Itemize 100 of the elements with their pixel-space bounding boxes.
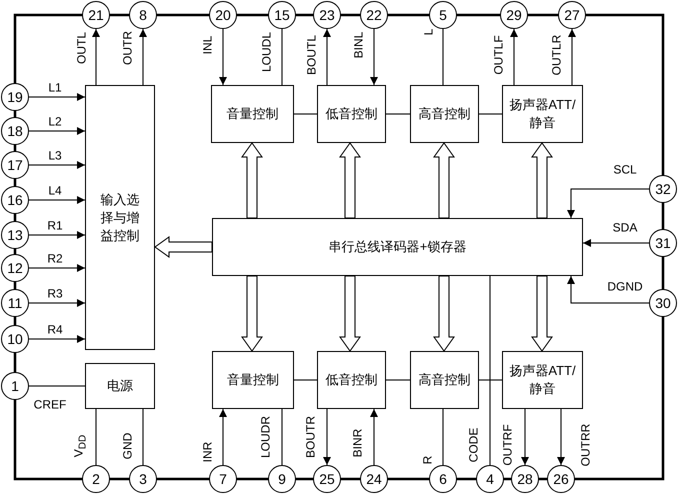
pin-circle: 6 [429,465,457,493]
bus-arrow [339,142,361,218]
volume-block [212,351,294,409]
signal-label: BINL [352,32,366,58]
block-label: 串行总线译码器+锁存器 [328,238,466,256]
signal-label: CREF [34,398,66,412]
pin-circle: 5 [429,1,457,29]
bus-arrow [339,276,361,352]
pin-circle: 27 [558,1,586,29]
treble-block [410,351,479,409]
bus-arrow [531,142,553,218]
arrow [28,196,86,204]
pin-circle: 26 [547,465,575,493]
signal-label: OUTL [76,32,88,64]
signal-label: L4 [48,184,62,198]
arrow [510,28,518,86]
signal-label: LOUDL [260,32,274,72]
pin-circle: 12 [1,254,29,282]
decoder-block [212,218,583,276]
signal-label: OUTRF [502,424,514,466]
connector-line [142,408,144,466]
pin-circle: 9 [268,465,296,493]
bus-arrow [241,142,263,218]
pin-circle: 32 [649,175,677,203]
block-label: 低音控制 [326,371,378,389]
block-label: 输入选择与增益控制 [100,190,140,244]
arrow [370,408,378,466]
pin-circle: 15 [268,1,296,29]
pin-circle: 3 [129,465,157,493]
signal-label: BOUTR [304,416,318,458]
bus-arrow [433,276,455,352]
arrow [219,408,227,466]
block-label: 高音控制 [418,371,470,389]
power-block [85,363,155,409]
signal-label: OUTRR [580,424,592,466]
signal-label: OUTLF [492,35,506,75]
pin-circle: 31 [649,229,677,257]
signal-label: SCL [613,164,637,176]
pin-circle: 1 [1,372,29,400]
pin-circle: 22 [360,1,388,29]
pin-circle: 19 [1,83,29,111]
arrow [323,408,331,466]
block-label: 电源 [107,377,133,395]
block-label: 高音控制 [418,105,470,123]
arrow [28,93,86,101]
signal-label: L2 [48,116,62,128]
connector-line [442,28,444,86]
signal-label: BOUTL [306,35,318,75]
signal-label: L3 [48,150,62,162]
pin-circle: 4 [476,465,504,493]
arrow [28,264,86,272]
signal-label: R1 [47,220,63,232]
pin-circle: 30 [649,289,677,317]
signal-label: OUTLR [550,34,564,76]
pin-circle: 13 [1,221,29,249]
pin-circle: 16 [1,186,29,214]
signal-label: INL [202,36,214,54]
block-label: 音量控制 [226,105,278,123]
arrow [28,335,86,343]
arrow [370,28,378,86]
pin-circle: 11 [1,289,29,317]
signal-label: DGND [607,280,643,294]
bus-arrow [531,276,553,352]
arrow [557,408,565,466]
arrow [28,127,86,135]
arrow [92,28,100,86]
arrow [323,28,331,86]
signal-label: INR [202,442,214,462]
pin-circle: 25 [313,465,341,493]
signal-label: CODE [468,428,480,462]
bus-arrow [154,236,212,258]
signal-label: R4 [47,324,63,336]
arrow [521,408,529,466]
block-label: 扬声器ATT/静音 [508,96,577,132]
pin-circle: 10 [1,325,29,353]
pin-circle: 29 [500,1,528,29]
treble-block [410,85,479,143]
connector-line [442,408,444,466]
signal-label: OUTR [122,31,134,65]
pin-circle: 24 [360,465,388,493]
pin-circle: 21 [82,1,110,29]
selector-block [85,85,155,350]
arrow [567,276,650,304]
block-label: 扬声器ATT/静音 [508,362,577,398]
signal-label: BINR [352,428,364,458]
block-label: 音量控制 [227,371,279,389]
arrow [139,28,147,86]
pin-circle: 7 [209,465,237,493]
arrow [28,231,86,239]
pin-circle: 28 [511,465,539,493]
pin-circle: 8 [129,1,157,29]
signal-label: L1 [48,82,62,94]
bus-arrow [241,276,263,352]
signal-label: R2 [47,252,63,266]
signal-label: L [422,28,436,36]
signal-label: GND [122,432,134,460]
bass-block [317,85,386,143]
arrow [567,188,650,218]
pin-circle: 2 [82,465,110,493]
volume-block [211,85,294,143]
